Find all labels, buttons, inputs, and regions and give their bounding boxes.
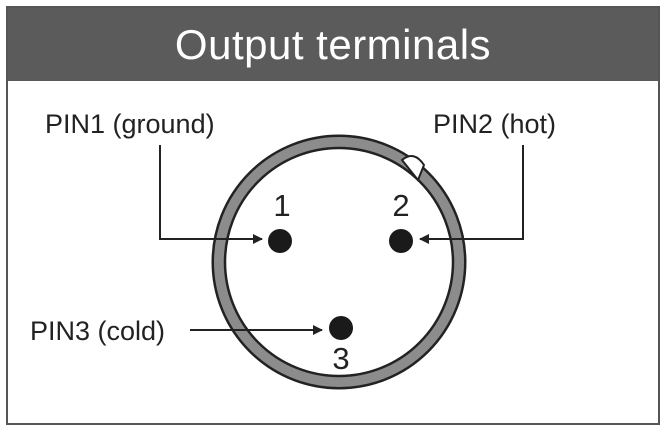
pin3-number: 3 xyxy=(332,341,349,376)
pin3-contact xyxy=(329,316,353,340)
connector-face xyxy=(223,146,455,378)
pin2-number: 2 xyxy=(392,188,409,223)
latch-notch-icon xyxy=(400,155,426,182)
pin3-label: PIN3 (cold) xyxy=(30,316,165,346)
pin2-label: PIN2 (hot) xyxy=(433,109,556,139)
title-bar: Output terminals xyxy=(8,8,658,81)
pin1-leader-arrow xyxy=(159,145,263,244)
pin1-label: PIN1 (ground) xyxy=(45,109,215,139)
connector-outer-edge xyxy=(211,134,467,390)
connector-ring xyxy=(214,137,464,387)
pin1-number: 1 xyxy=(273,188,290,223)
pin1-contact xyxy=(268,229,292,253)
page-title: Output terminals xyxy=(174,20,492,68)
pin2-contact xyxy=(389,229,413,253)
pin2-leader-arrow xyxy=(419,145,524,244)
